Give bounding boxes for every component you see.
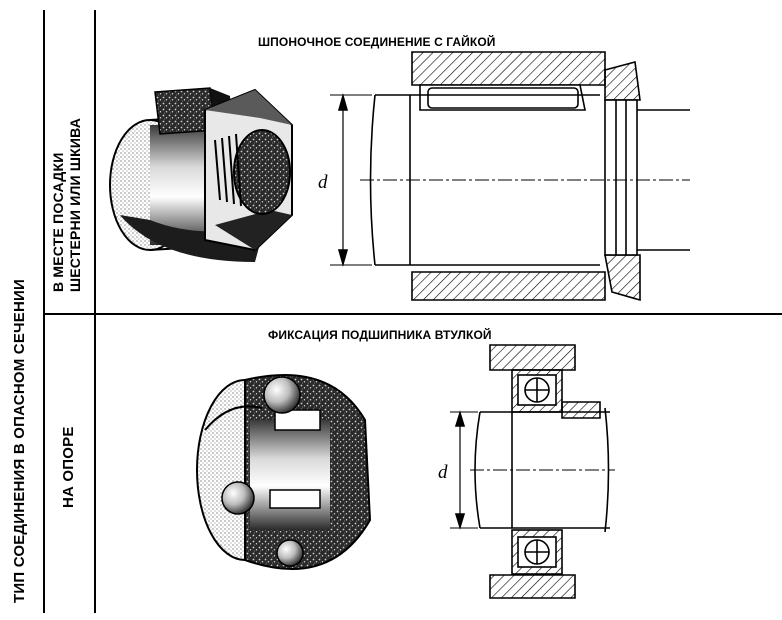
- bearing-sleeve-fixation-title: ФИКСАЦИЯ ПОДШИПНИКА ВТУЛКОЙ: [268, 328, 492, 342]
- left-column-divider: [43, 10, 45, 613]
- row-divider: [44, 313, 782, 315]
- key-nut-connection-title: ШПОНОЧНОЕ СОЕДИНЕНИЕ С ГАЙКОЙ: [258, 35, 496, 49]
- key-nut-section-drawing: [330, 51, 690, 302]
- header-column-divider: [94, 10, 96, 613]
- shaft-diameter-label-bottom: d: [438, 462, 448, 483]
- key-nut-3d-illustration: [109, 87, 293, 262]
- bearing-sleeve-section-drawing: [450, 344, 615, 599]
- shaft-diameter-label-top: d: [318, 172, 328, 193]
- bearing-sleeve-3d-illustration: [196, 374, 372, 570]
